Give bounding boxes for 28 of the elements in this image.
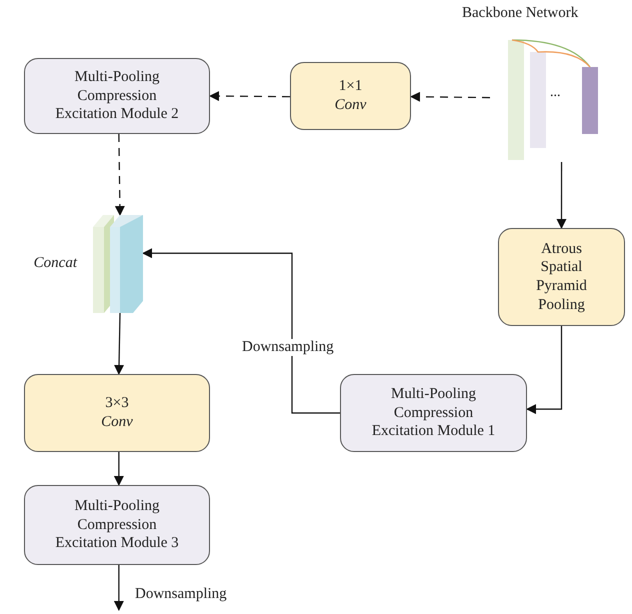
process-box <box>290 62 411 130</box>
box-sublabel: Conv <box>334 96 366 115</box>
arrow <box>114 565 124 611</box>
arrow <box>526 326 562 414</box>
process-box <box>340 374 527 452</box>
network-title: Backbone Network <box>462 5 578 22</box>
arrow <box>410 92 490 102</box>
process-box <box>24 58 210 134</box>
box-label: Multi-Pooling Compression Excitation Module 1 <box>370 384 496 442</box>
arrow <box>114 452 124 486</box>
arrow <box>556 162 566 229</box>
box-label: Atrous Spatial Pyramid Pooling <box>535 240 588 314</box>
process-box <box>24 374 210 452</box>
arrow <box>114 134 125 216</box>
box-label: 1×1 <box>338 77 362 96</box>
process-box <box>24 485 210 565</box>
arrow <box>114 312 124 375</box>
ellipsis: ... <box>550 85 560 101</box>
arrow <box>142 248 340 414</box>
box-label: 3×3 <box>105 394 129 413</box>
process-box <box>498 228 625 326</box>
arrow <box>209 91 290 102</box>
concat-label: Concat <box>34 255 77 272</box>
box-sublabel: Conv <box>101 413 133 432</box>
edge-label: Downsampling <box>133 586 229 603</box>
edge-label: Downsampling <box>240 339 336 356</box>
box-label: Multi-Pooling Compression Excitation Module 2 <box>54 68 180 124</box>
box-label: Multi-Pooling Compression Excitation Module 3 <box>54 496 180 554</box>
